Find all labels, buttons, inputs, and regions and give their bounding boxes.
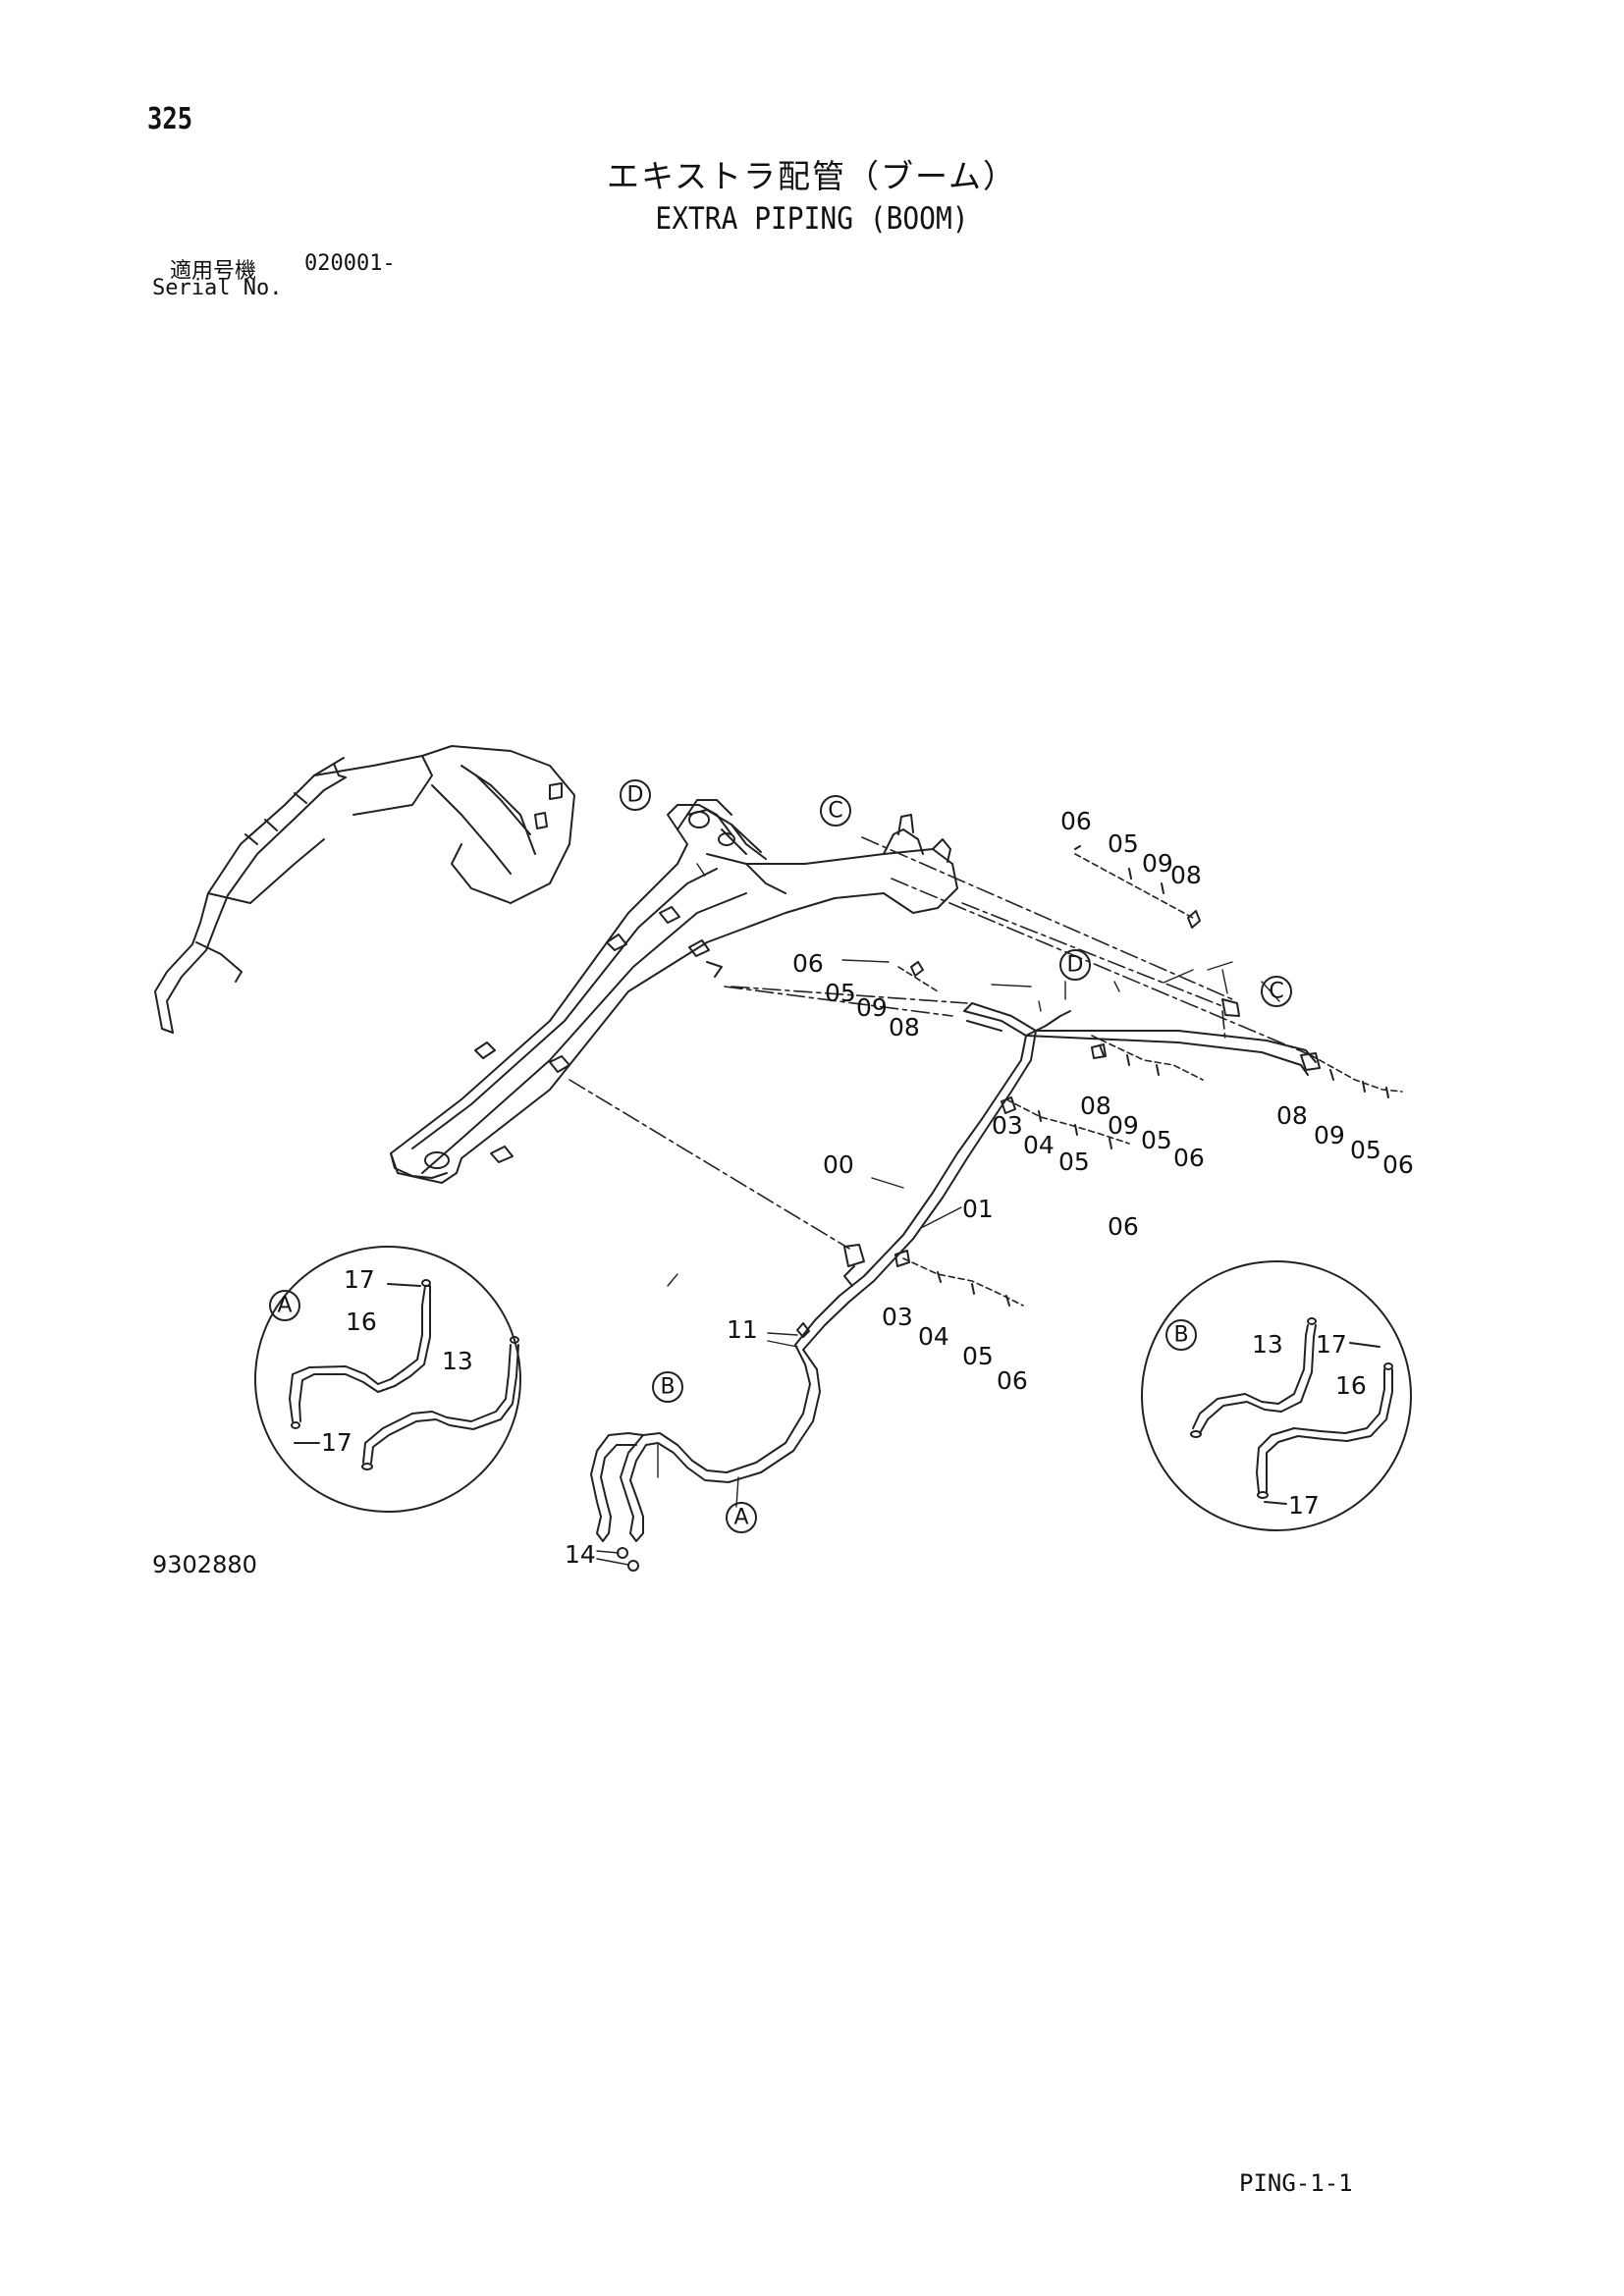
- part-label-05: 05: [1108, 829, 1139, 858]
- serial-number-value: 020001-: [304, 251, 396, 276]
- page-title-japanese: エキストラ配管（ブーム）: [606, 157, 1018, 195]
- page-title-english: EXTRA PIPING (BOOM): [655, 201, 969, 237]
- page-number: 325: [147, 102, 193, 136]
- part-label-09: 09: [856, 993, 888, 1022]
- part-label-08: 08: [1276, 1101, 1308, 1130]
- part-label-09: 09: [1108, 1111, 1139, 1140]
- callout-letter-d-lower: D: [1067, 953, 1084, 978]
- part-label-14: 14: [565, 1540, 596, 1569]
- part-label-09: 09: [1142, 849, 1173, 878]
- excavator-silhouette: [154, 745, 575, 1034]
- part-label-04: 04: [918, 1322, 949, 1351]
- part-label-06: 06: [1108, 1212, 1139, 1241]
- callout-letter-b-hose: B: [660, 1375, 675, 1400]
- part-label-11: 11: [727, 1315, 758, 1344]
- detail-view-a: [254, 1246, 521, 1513]
- callout-leaders: [596, 863, 1280, 1566]
- callout-circles: [269, 779, 1292, 1533]
- part-label-09: 09: [1314, 1121, 1345, 1149]
- boom-assembly: [390, 799, 958, 1184]
- part-label-04: 04: [1023, 1131, 1055, 1159]
- part-label-06: 06: [997, 1366, 1028, 1395]
- part-label-06: 06: [1173, 1144, 1205, 1172]
- part-label-06: 06: [1060, 807, 1092, 835]
- part-label-03: 03: [992, 1111, 1023, 1140]
- detail-a-label-17: 17: [321, 1428, 352, 1457]
- part-label-08: 08: [1170, 861, 1202, 889]
- part-label-05: 05: [962, 1342, 994, 1370]
- part-label-05: 05: [825, 979, 856, 1007]
- part-label-05: 05: [1058, 1148, 1090, 1176]
- serial-label-japanese: 適用号機: [170, 259, 257, 284]
- callout-letter-d-upper: D: [627, 783, 644, 808]
- callout-letter-a-hose: A: [733, 1506, 748, 1530]
- hardware-marks: [796, 845, 1389, 1338]
- part-label-08: 08: [1080, 1092, 1111, 1120]
- reference-lines: [568, 836, 1312, 1250]
- figure-code: 9302880: [152, 1551, 257, 1578]
- detail-a-label-13: 13: [442, 1347, 473, 1375]
- part-label-06: 06: [1382, 1150, 1414, 1179]
- detail-b-label-16: 16: [1335, 1371, 1367, 1400]
- part-label-03: 03: [882, 1303, 913, 1331]
- part-label-05: 05: [1141, 1126, 1172, 1154]
- detail-b-label-17: 17: [1316, 1330, 1347, 1359]
- part-label-01: 01: [962, 1195, 994, 1223]
- extra-piping-line: [590, 998, 1321, 1572]
- callout-letter-c-lower: C: [1269, 980, 1283, 1004]
- detail-b-label-17: 17: [1288, 1491, 1320, 1520]
- page-code: PING-1-1: [1239, 2169, 1353, 2197]
- detail-a-label-16: 16: [346, 1308, 377, 1336]
- part-label-05: 05: [1350, 1136, 1381, 1164]
- hardware-stack-lines: [897, 853, 1403, 1307]
- detail-a-label-17: 17: [344, 1265, 375, 1294]
- callout-letter-a-detail: A: [277, 1294, 292, 1318]
- part-label-06: 06: [792, 949, 824, 978]
- detail-b-label-13: 13: [1252, 1330, 1283, 1359]
- part-label-00: 00: [823, 1150, 854, 1179]
- serial-label-english: Serial No.: [152, 276, 283, 300]
- detail-view-b: [1141, 1260, 1412, 1531]
- callout-letter-b-detail: B: [1173, 1323, 1188, 1348]
- part-label-08: 08: [889, 1013, 920, 1041]
- callout-letter-c-upper: C: [828, 799, 842, 824]
